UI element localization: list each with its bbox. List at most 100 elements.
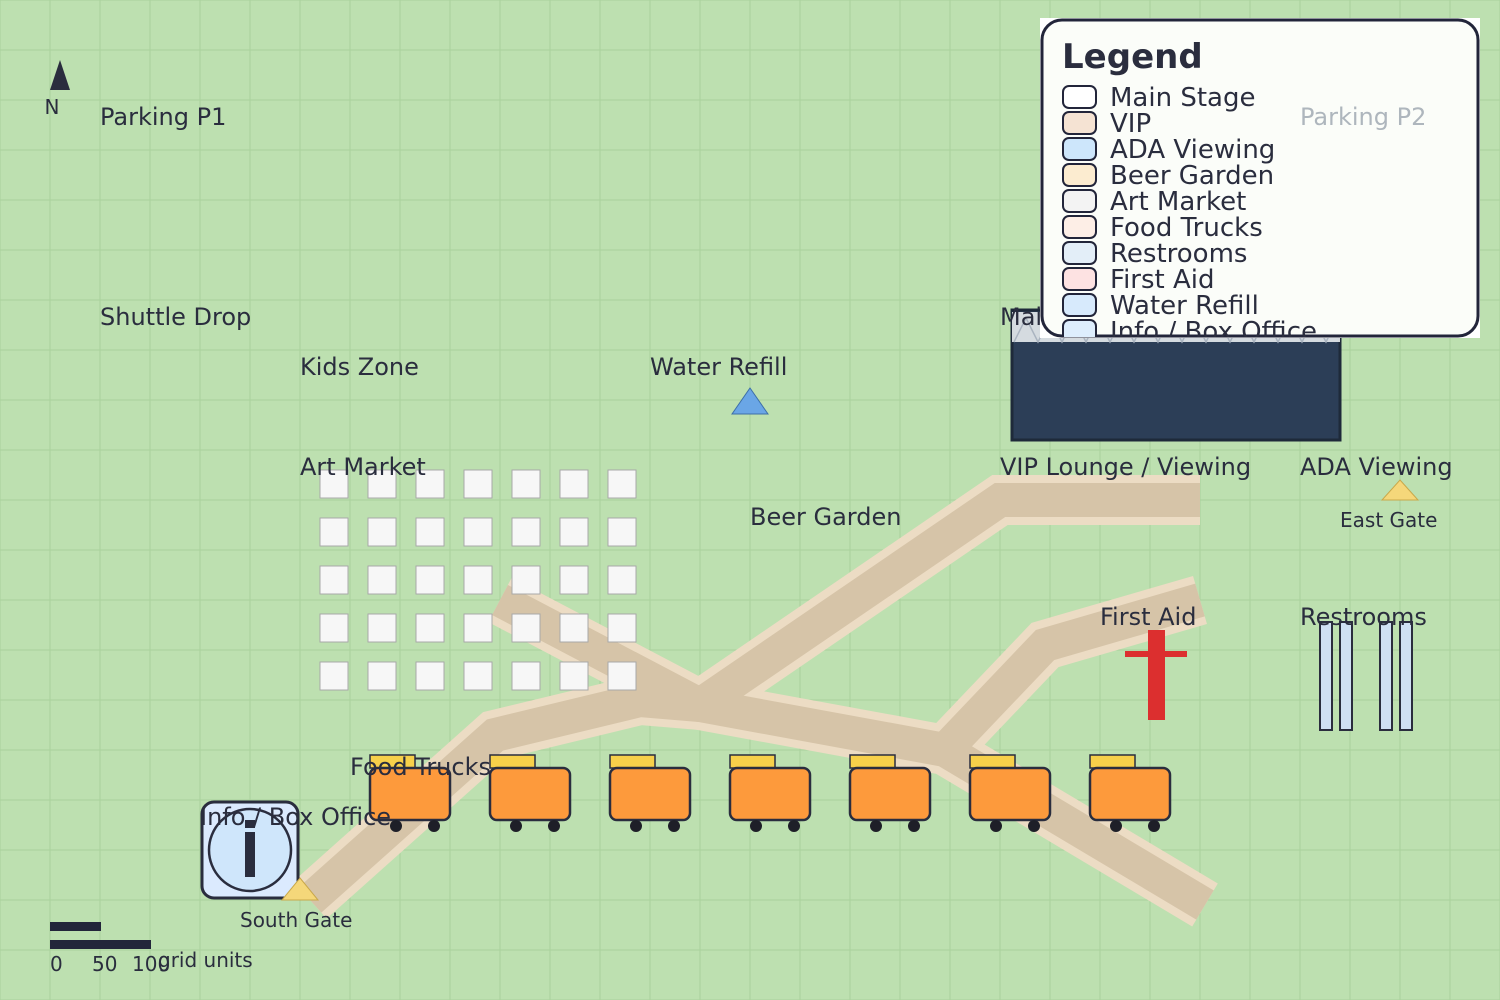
art-stall[interactable] bbox=[559, 661, 589, 691]
legend-swatch bbox=[1062, 85, 1097, 109]
truck-awning bbox=[849, 754, 896, 769]
art-stall[interactable] bbox=[367, 661, 397, 691]
legend-swatch bbox=[1062, 319, 1097, 337]
scale-tick-0: 0 bbox=[50, 952, 63, 976]
truck-awning bbox=[969, 754, 1016, 769]
art-stall[interactable] bbox=[511, 469, 541, 499]
food-truck[interactable] bbox=[488, 754, 572, 832]
art-stall[interactable] bbox=[511, 517, 541, 547]
restroom-unit[interactable] bbox=[1379, 621, 1393, 731]
food-truck[interactable] bbox=[1088, 754, 1172, 832]
art-stall[interactable] bbox=[463, 613, 493, 643]
art-stall[interactable] bbox=[415, 565, 445, 595]
label-ada-viewing: ADA Viewing bbox=[1300, 453, 1453, 481]
restrooms[interactable] bbox=[1319, 621, 1413, 731]
art-stall[interactable] bbox=[415, 469, 445, 499]
north-arrow-icon: N bbox=[45, 60, 70, 119]
label-beer-garden: Beer Garden bbox=[750, 503, 901, 531]
restroom-unit[interactable] bbox=[1339, 621, 1353, 731]
scale-bar: 0 50 100 grid units bbox=[50, 922, 253, 976]
label-kids-zone: Kids Zone bbox=[300, 353, 419, 381]
legend-item-label: Food Trucks bbox=[1110, 213, 1263, 243]
first-aid-icon[interactable] bbox=[1125, 630, 1187, 720]
truck-wheel bbox=[788, 820, 800, 832]
restroom-unit[interactable] bbox=[1319, 621, 1333, 731]
food-truck[interactable] bbox=[608, 754, 692, 832]
truck-awning bbox=[1089, 754, 1136, 769]
legend-item: Info / Box Office bbox=[1062, 317, 1317, 347]
food-truck[interactable] bbox=[848, 754, 932, 832]
legend-item-label: First Aid bbox=[1110, 265, 1215, 295]
art-stall[interactable] bbox=[607, 661, 637, 691]
art-stall[interactable] bbox=[463, 661, 493, 691]
legend-item-label: Art Market bbox=[1110, 187, 1246, 217]
legend-swatch bbox=[1062, 241, 1097, 265]
legend-item-label: ADA Viewing bbox=[1110, 135, 1275, 165]
truck-wheel bbox=[908, 820, 920, 832]
art-stall[interactable] bbox=[319, 517, 349, 547]
art-stall[interactable] bbox=[463, 469, 493, 499]
art-stall[interactable] bbox=[367, 613, 397, 643]
art-stall[interactable] bbox=[463, 565, 493, 595]
food-truck[interactable] bbox=[968, 754, 1052, 832]
legend-item-label: Beer Garden bbox=[1110, 161, 1274, 191]
art-stall[interactable] bbox=[367, 469, 397, 499]
art-stall[interactable] bbox=[415, 517, 445, 547]
label-shuttle-drop: Shuttle Drop bbox=[100, 303, 251, 331]
legend-item: Restrooms bbox=[1062, 239, 1247, 269]
truck-body bbox=[608, 766, 692, 822]
legend-swatch bbox=[1062, 215, 1097, 239]
truck-awning bbox=[729, 754, 776, 769]
legend-item: ADA Viewing bbox=[1062, 135, 1275, 165]
legend-swatch bbox=[1062, 137, 1097, 161]
art-stall[interactable] bbox=[607, 517, 637, 547]
art-stall[interactable] bbox=[319, 469, 349, 499]
legend-swatch bbox=[1062, 163, 1097, 187]
info-icon[interactable] bbox=[200, 800, 300, 900]
art-stall[interactable] bbox=[367, 517, 397, 547]
food-truck[interactable] bbox=[368, 754, 452, 832]
truck-awning bbox=[609, 754, 656, 769]
art-stall[interactable] bbox=[511, 565, 541, 595]
legend-item: Water Refill bbox=[1062, 291, 1259, 321]
restroom-unit[interactable] bbox=[1399, 621, 1413, 731]
art-market-stalls bbox=[319, 469, 637, 691]
art-stall[interactable] bbox=[319, 613, 349, 643]
art-stall[interactable] bbox=[607, 613, 637, 643]
art-stall[interactable] bbox=[559, 469, 589, 499]
legend-swatch bbox=[1062, 111, 1097, 135]
truck-awning bbox=[489, 754, 536, 769]
south-gate-icon[interactable] bbox=[280, 877, 320, 901]
art-stall[interactable] bbox=[511, 613, 541, 643]
art-stall[interactable] bbox=[415, 661, 445, 691]
art-stall[interactable] bbox=[559, 517, 589, 547]
art-stall[interactable] bbox=[415, 613, 445, 643]
art-stall[interactable] bbox=[367, 565, 397, 595]
art-stall[interactable] bbox=[559, 565, 589, 595]
art-stall[interactable] bbox=[607, 469, 637, 499]
east-gate-icon[interactable] bbox=[1380, 479, 1420, 501]
legend-item: Main Stage bbox=[1062, 83, 1255, 113]
art-stall[interactable] bbox=[607, 565, 637, 595]
food-trucks bbox=[368, 754, 1172, 832]
water-refill-icon[interactable] bbox=[731, 387, 769, 415]
art-stall[interactable] bbox=[463, 517, 493, 547]
label-art-market: Art Market bbox=[300, 453, 426, 481]
truck-wheel bbox=[548, 820, 560, 832]
art-stall[interactable] bbox=[559, 613, 589, 643]
legend-item-label: VIP bbox=[1110, 109, 1151, 139]
label-parking-p2: Parking P2 bbox=[1300, 103, 1426, 131]
label-east-gate: East Gate bbox=[1340, 508, 1437, 532]
food-truck[interactable] bbox=[728, 754, 812, 832]
art-stall[interactable] bbox=[319, 661, 349, 691]
legend-item-label: Info / Box Office bbox=[1110, 317, 1317, 347]
legend-title: Legend bbox=[1062, 37, 1203, 77]
truck-body bbox=[368, 766, 452, 822]
label-water-refill: Water Refill bbox=[650, 353, 787, 381]
scale-tick-100: 100 bbox=[132, 952, 170, 976]
art-stall[interactable] bbox=[319, 565, 349, 595]
art-stall[interactable] bbox=[511, 661, 541, 691]
scale-tick-50: 50 bbox=[92, 952, 117, 976]
